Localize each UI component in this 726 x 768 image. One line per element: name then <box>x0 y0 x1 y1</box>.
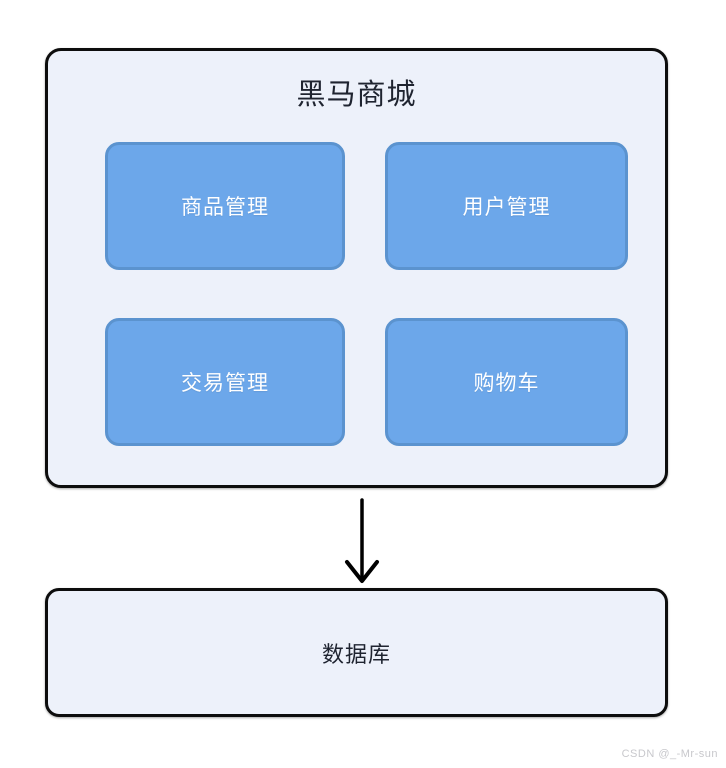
down-arrow-icon <box>340 496 384 588</box>
module-label: 商品管理 <box>181 196 269 219</box>
module-product-management: 商品管理 <box>105 142 345 270</box>
module-user-management: 用户管理 <box>385 142 628 270</box>
module-label: 购物车 <box>473 372 540 395</box>
watermark: CSDN @_-Mr-sun <box>621 748 718 760</box>
module-label: 用户管理 <box>462 196 551 219</box>
system-title: 黑马商城 <box>296 79 417 111</box>
database-label: 数据库 <box>321 641 391 667</box>
module-label: 交易管理 <box>181 372 269 395</box>
database-node: 数据库 <box>45 588 668 717</box>
module-shopping-cart: 购物车 <box>385 318 628 446</box>
system-container: 黑马商城 商品管理 用户管理 交易管理 购物车 <box>45 48 668 488</box>
modules-grid: 商品管理 用户管理 交易管理 购物车 <box>105 142 628 446</box>
module-trade-management: 交易管理 <box>105 318 345 446</box>
